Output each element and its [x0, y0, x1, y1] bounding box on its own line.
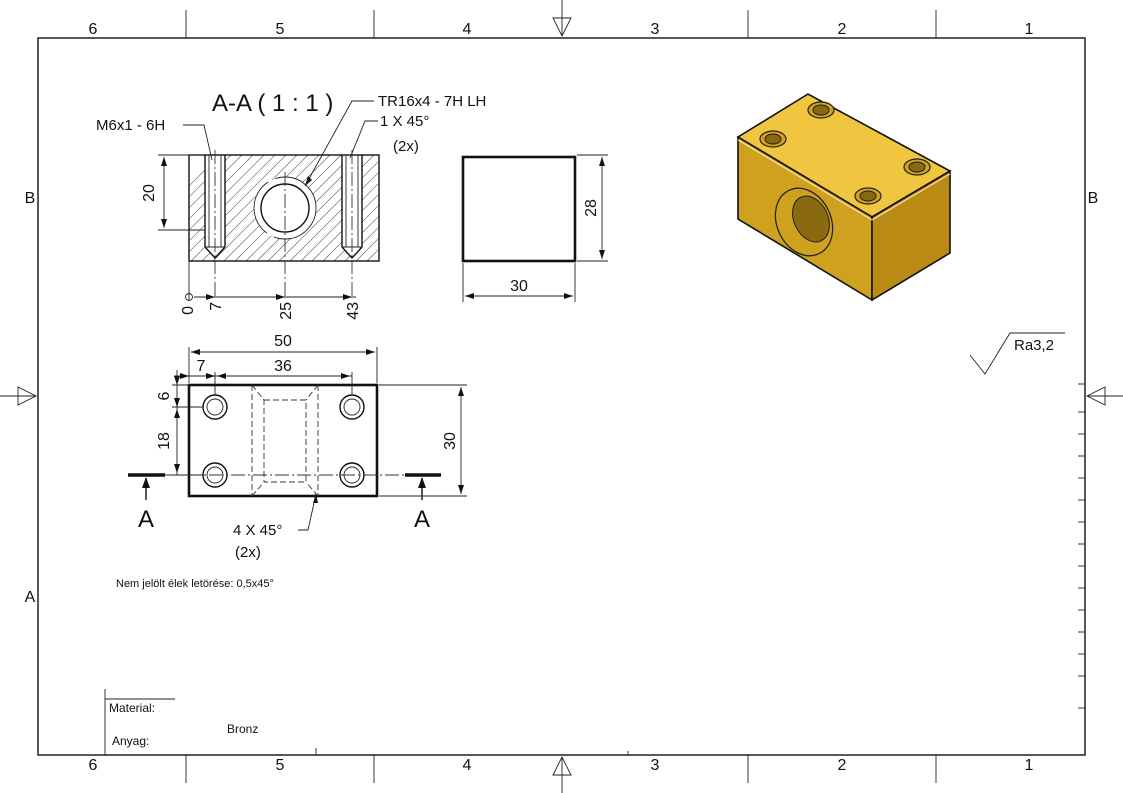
- hatch-line: [289, 171, 379, 261]
- hatch-line: [278, 160, 379, 261]
- threaded-hole-right: [341, 150, 363, 298]
- iso-hole-4: [854, 187, 882, 205]
- chamfer-count: (2x): [393, 138, 419, 155]
- zone-top-5: 2: [838, 21, 847, 38]
- hatch-line: [311, 193, 379, 261]
- surface-finish-value: Ra3,2: [1014, 337, 1054, 354]
- top-dim-top-offset: 6: [156, 391, 173, 400]
- side-dim-height: 28: [583, 199, 600, 217]
- section-title: A-A ( 1 : 1 ): [212, 90, 333, 117]
- hatch-line: [201, 155, 309, 261]
- section-outline: [188, 154, 380, 262]
- top-chamfer-note: 4 X 45°: [233, 522, 282, 539]
- zone-top-6: 1: [1025, 21, 1034, 38]
- isometric-view: [736, 93, 952, 302]
- hatch-line: [408, 145, 538, 275]
- top-dim-hole-spacing-y: 18: [156, 432, 173, 450]
- top-chamfer-leader: [298, 493, 317, 531]
- zone-bottom-5: 2: [838, 757, 847, 774]
- section-hatching: [189, 145, 549, 275]
- section-view-a-a: A-A ( 1 : 1 ) M6x1 - 6H TR16x4 - 7H LH 1…: [96, 90, 549, 320]
- right-ruler-ticks: [1078, 383, 1085, 709]
- hatch-line: [189, 155, 243, 209]
- ordinate-25: 25: [278, 302, 295, 320]
- threaded-hole-left: [204, 150, 226, 298]
- top-chamfer-count: (2x): [235, 544, 261, 561]
- zone-left-b: B: [25, 190, 36, 207]
- section-label-left: A: [138, 506, 154, 533]
- iso-hole-1: [807, 101, 835, 119]
- hatch-line: [189, 155, 287, 253]
- material-label-en: Material:: [109, 701, 155, 715]
- side-view-outline: [461, 155, 577, 263]
- iso-hole-3: [903, 158, 931, 176]
- hatch-line: [190, 155, 298, 261]
- side-view: 28 30: [461, 154, 608, 302]
- material-label-hu: Anyag:: [112, 734, 149, 748]
- zone-top-4: 3: [651, 21, 660, 38]
- hatch-line: [386, 145, 516, 275]
- ordinate-dimensions: 0 7 25 43: [180, 261, 362, 320]
- zone-top-3: 4: [463, 21, 472, 38]
- thread-leader: [183, 124, 213, 161]
- hatch-line: [377, 259, 379, 261]
- hatch-line: [355, 237, 379, 261]
- hatch-line: [322, 204, 379, 261]
- top-dim-hole-spacing: 36: [274, 358, 292, 375]
- material-value: Bronz: [227, 722, 258, 736]
- ordinate-7: 7: [208, 302, 225, 311]
- zone-bottom-4: 3: [651, 757, 660, 774]
- title-block: Material: Anyag: Bronz: [104, 689, 629, 755]
- hatch-line: [419, 145, 549, 275]
- section-label-right: A: [414, 506, 430, 533]
- iso-side-face: [871, 169, 951, 302]
- iso-bore: [774, 187, 834, 257]
- top-hole-tr: [339, 394, 365, 420]
- top-dim-height: 30: [442, 432, 459, 450]
- zone-left-a: A: [25, 589, 36, 606]
- zone-bottom-2: 5: [276, 757, 285, 774]
- section-dim-height: 20: [141, 184, 158, 202]
- zone-top-2: 5: [276, 21, 285, 38]
- trap-thread-leader: [304, 100, 374, 187]
- top-view: A A 50 7 36 6 18: [128, 333, 467, 561]
- hatch-line: [189, 155, 254, 220]
- chamfer-leader: [349, 120, 378, 159]
- top-dim-hole-offset: 7: [197, 358, 206, 375]
- chamfer-note: 1 X 45°: [380, 113, 429, 130]
- hatch-line: [375, 145, 505, 275]
- zone-bottom-3: 4: [463, 757, 472, 774]
- hatch-line: [366, 248, 379, 261]
- thread-note: M6x1 - 6H: [96, 117, 165, 134]
- section-line-a-a: A A: [128, 473, 441, 533]
- top-dim-overall-width: 50: [274, 333, 292, 350]
- surface-finish-symbol: Ra3,2: [969, 332, 1065, 375]
- zone-bottom-6: 1: [1025, 757, 1034, 774]
- ordinate-0: 0: [180, 306, 197, 315]
- zone-bottom-1: 6: [89, 757, 98, 774]
- trap-thread-note: TR16x4 - 7H LH: [378, 93, 486, 110]
- top-hole-tl: [202, 394, 228, 420]
- iso-hole-2: [759, 130, 787, 148]
- hatch-line: [333, 215, 379, 261]
- general-note: Nem jelölt élek letörése: 0,5x45°: [116, 578, 274, 590]
- side-dim-width: 30: [510, 278, 528, 295]
- ordinate-43: 43: [345, 302, 362, 320]
- inner-border: [37, 37, 1086, 756]
- zone-right-b: B: [1088, 190, 1099, 207]
- top-view-outline: [187, 383, 379, 498]
- hidden-bore: [251, 384, 319, 497]
- zone-top-1: 6: [89, 21, 98, 38]
